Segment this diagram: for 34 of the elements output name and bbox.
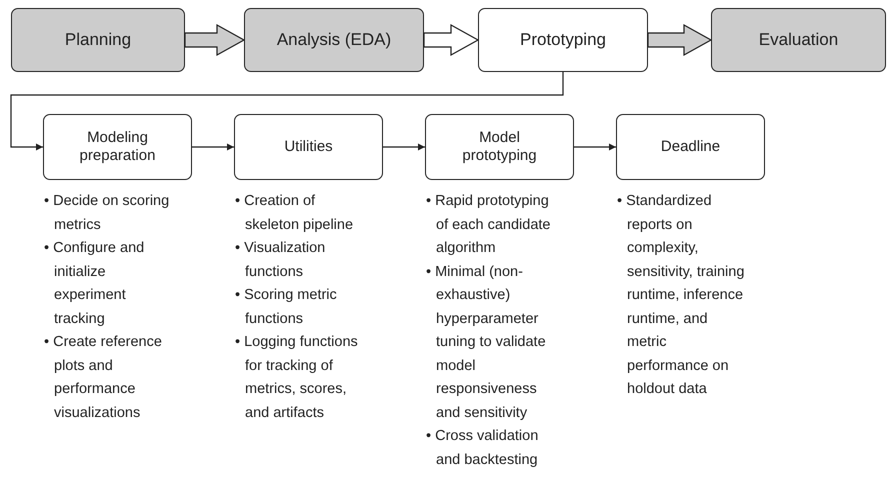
arrow <box>10 72 564 150</box>
bullet-item: • Decide on scoring metrics <box>44 192 170 234</box>
bullet-item: • Visualization functions <box>235 239 326 282</box>
step-label: Prototyping <box>520 30 606 50</box>
process-box <box>234 114 383 180</box>
step-label: Model prototyping <box>461 129 538 165</box>
step-label: Evaluation <box>758 30 838 50</box>
bullet-item: • Cross validation and backtesting <box>426 427 540 470</box>
bullet-item: • Create reference plots and performance visualizations <box>44 333 163 422</box>
process-box <box>11 8 185 72</box>
bullet-item: • Configure and initialize experiment tracking <box>44 239 146 328</box>
step-label: Utilities <box>284 138 333 156</box>
step-label: Modeling preparation <box>78 129 156 165</box>
process-box <box>711 8 886 72</box>
step-label: Deadline <box>660 138 720 156</box>
block-arrow <box>184 24 246 56</box>
process-box <box>478 8 648 72</box>
bullet-item: • Minimal (non-exhaustive) hyperparameter tuning to validate model responsiveness and sensitivity <box>426 262 547 422</box>
step-label: Analysis (EDA) <box>276 30 392 50</box>
bullet-item: • Creation of skeleton pipeline <box>235 192 354 234</box>
bullet-item: • Scoring metric functions <box>235 286 338 328</box>
arrow <box>383 144 425 150</box>
step-label: Planning <box>64 30 132 50</box>
arrow <box>574 144 616 150</box>
block-arrow <box>423 24 480 56</box>
process-box <box>43 114 192 180</box>
block-arrow <box>647 24 712 56</box>
bullet-item: • Logging functions for tracking of metrics, scores, and artifacts <box>235 333 359 422</box>
bullet-item: • Rapid prototyping of each candidate algorithm <box>426 192 552 258</box>
process-box <box>616 114 765 180</box>
process-box <box>244 8 424 72</box>
arrow <box>192 144 234 150</box>
process-box <box>425 114 574 180</box>
bullet-item: • Standardized reports on complexity, sensitivity, training runtime, inference runtime, and metric performance on holdout data <box>617 192 746 399</box>
